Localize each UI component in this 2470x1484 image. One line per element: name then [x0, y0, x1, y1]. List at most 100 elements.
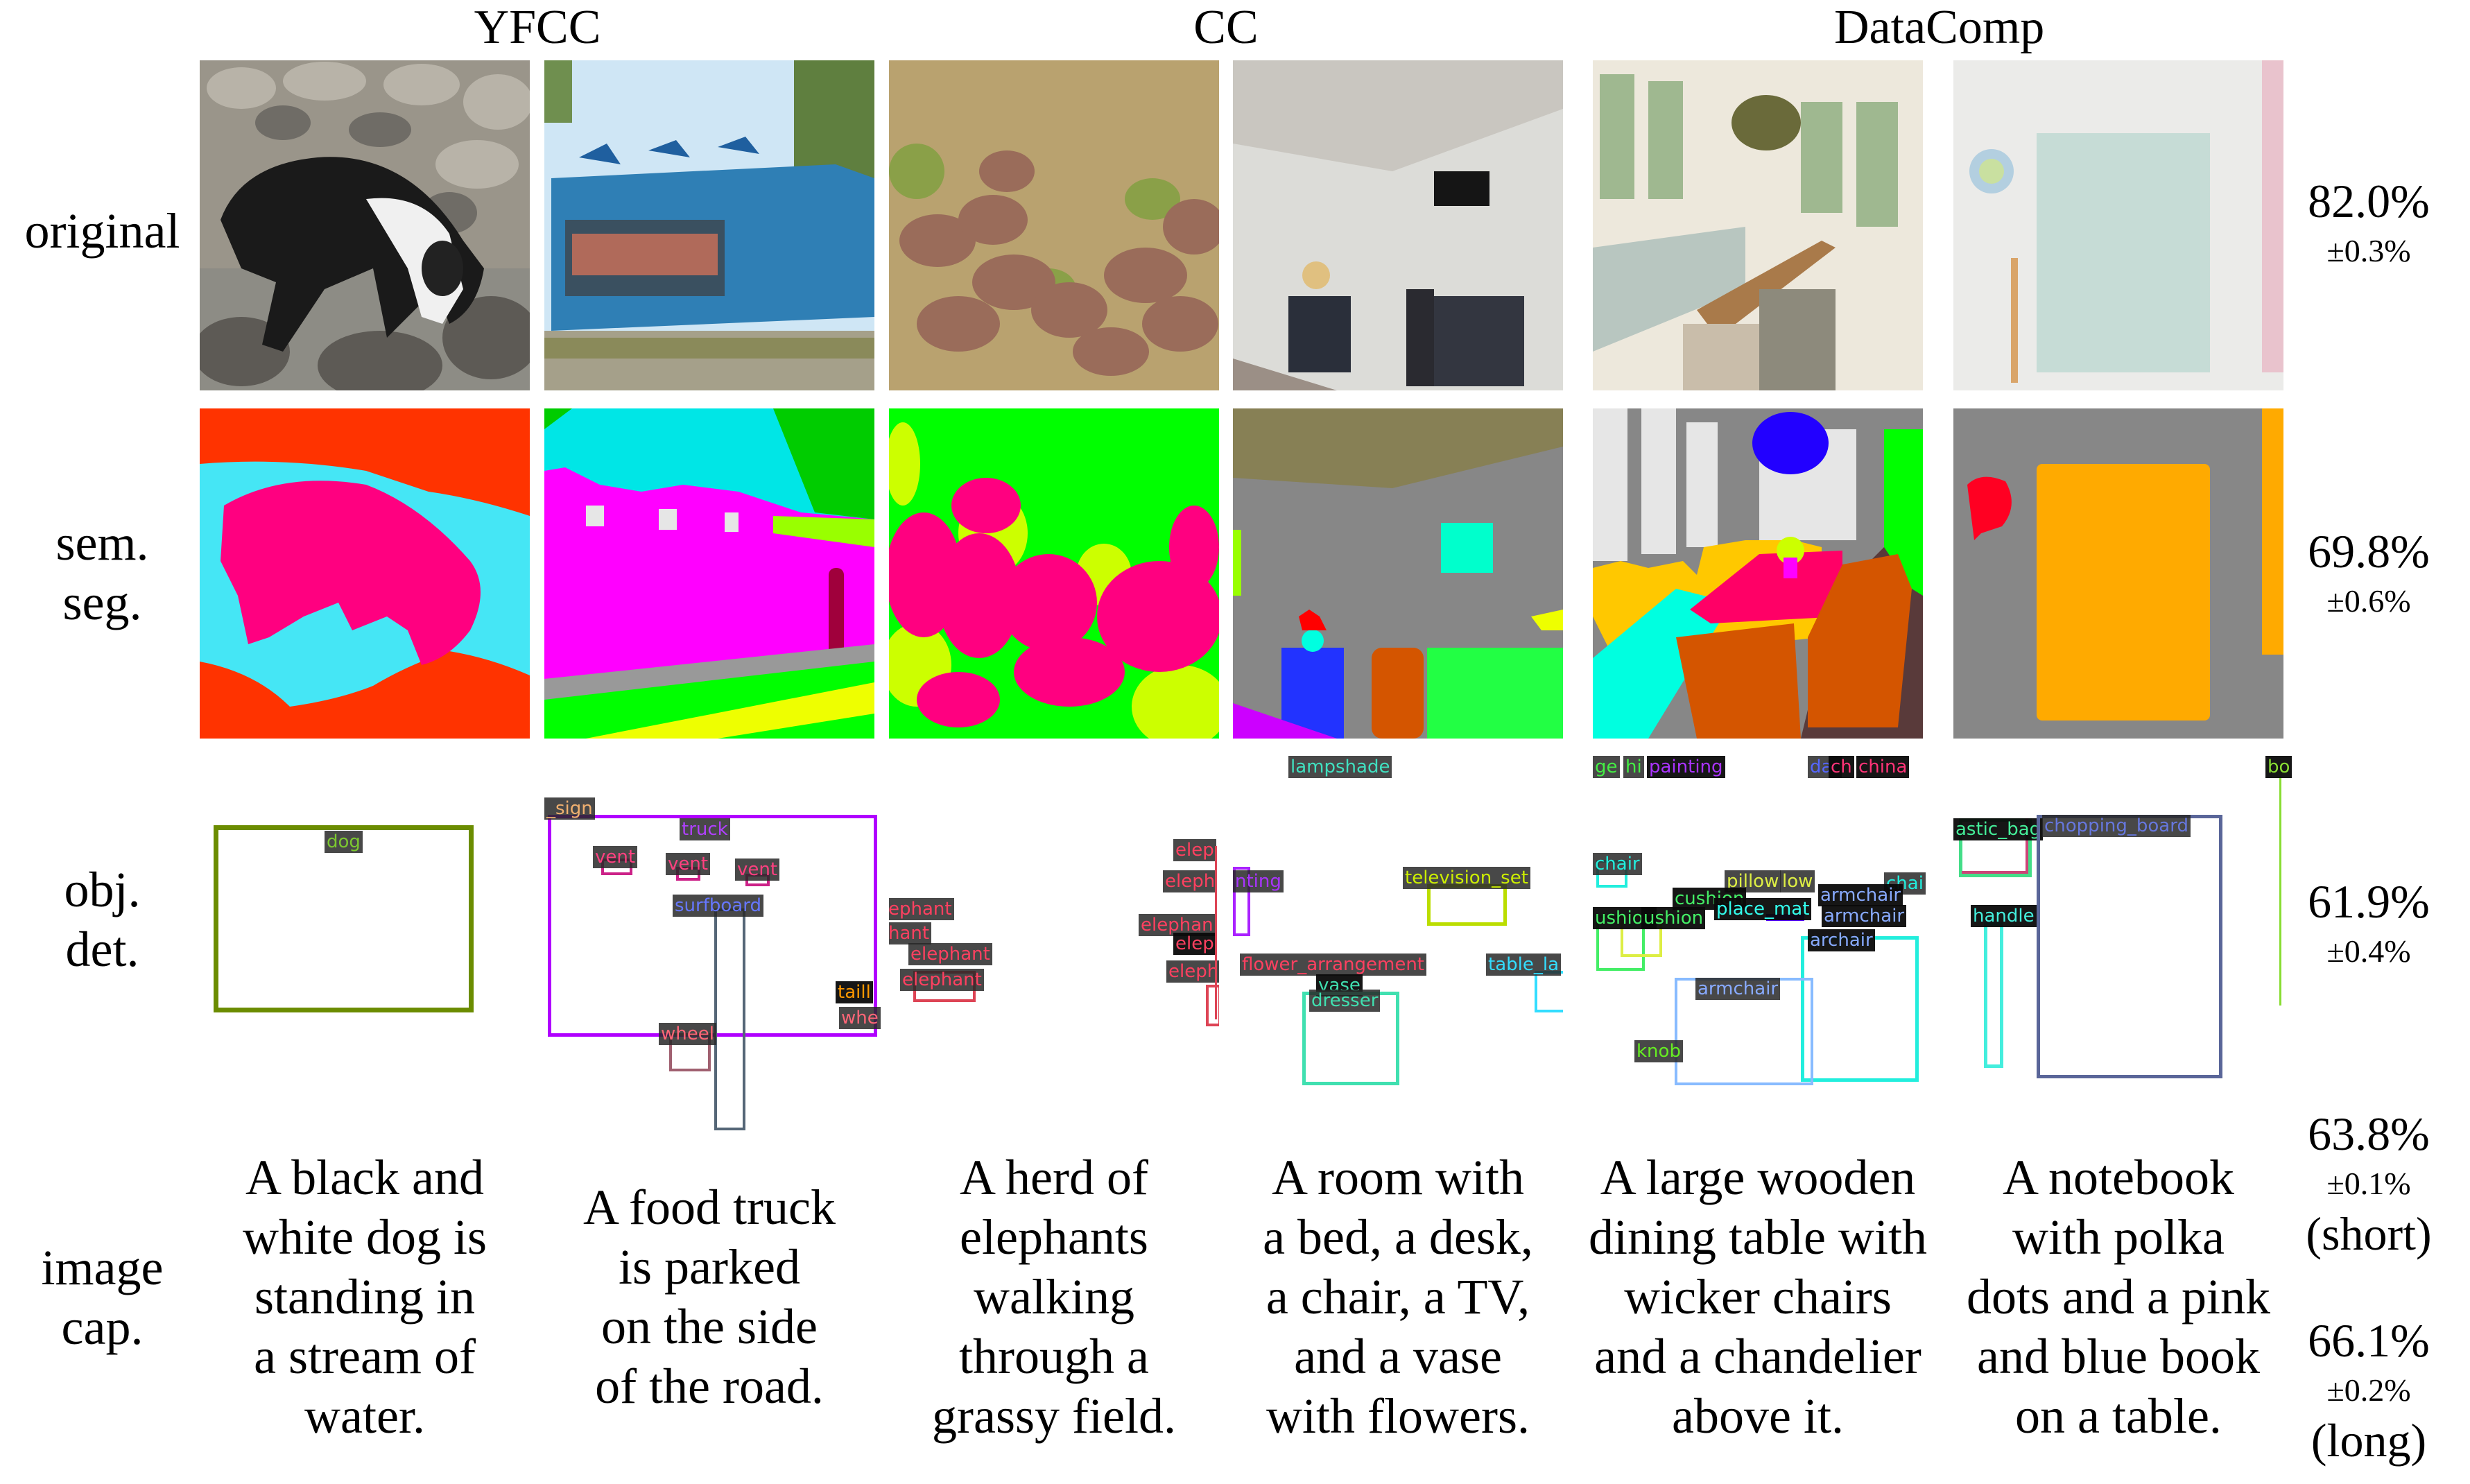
seg-map-food-truck	[544, 408, 874, 739]
det-box-handle	[1984, 922, 2003, 1068]
det-map-notebook: astic_bag chopping_board handle bo	[1953, 756, 2292, 1086]
det-label-plastic-bag: astic_bag	[1953, 818, 2044, 840]
det-label-elephant: ephant	[889, 898, 954, 920]
metric-cap-long-tag: (long)	[2311, 1414, 2427, 1467]
caption-notebook: A notebook with polka dots and a pink an…	[1945, 1148, 2292, 1446]
metric-det-error: ±0.4%	[2326, 933, 2411, 969]
metric-seg-error: ±0.6%	[2326, 583, 2411, 619]
caption-line: on a table.	[2015, 1388, 2222, 1444]
det-label-highchair: hi	[1623, 756, 1644, 778]
det-box-dog	[214, 825, 474, 1012]
det-label-television-set: television_set	[1403, 867, 1530, 889]
det-label-flower-arrangement: flower_arrangement	[1240, 954, 1426, 976]
det-box-table-lamp	[1535, 971, 1563, 1012]
caption-line: dots and a pink	[1967, 1269, 2270, 1325]
caption-line: water.	[304, 1388, 425, 1444]
seg-map-dog	[200, 408, 530, 739]
caption-line: and a chandelier	[1594, 1329, 1921, 1384]
caption-line: dining table with	[1589, 1209, 1927, 1265]
row-label-det-line2: det.	[65, 922, 139, 977]
caption-line: standing in	[254, 1269, 475, 1325]
caption-dining-room: A large wooden dining table with wicker …	[1584, 1148, 1931, 1446]
caption-line: of the road.	[595, 1358, 824, 1414]
det-label-elephant: elephan	[1139, 914, 1216, 936]
det-label-elephant: eleph	[1166, 960, 1219, 983]
metric-seg-value: 69.8%	[2308, 525, 2430, 578]
det-label-elephant: elep	[1173, 839, 1216, 861]
metric-cap-short-tag: (short)	[2306, 1207, 2432, 1260]
det-label-knob: knob	[1634, 1040, 1683, 1062]
metric-original-error: ±0.3%	[2326, 233, 2411, 268]
det-label-painting: painting	[1647, 756, 1725, 778]
caption-line: A notebook	[2003, 1150, 2234, 1205]
det-label-armchair: armchair	[1695, 978, 1781, 1000]
metric-det: 61.9% ±0.4%	[2288, 874, 2449, 974]
metric-seg: 69.8% ±0.6%	[2288, 524, 2449, 623]
det-label-sign: _sign	[544, 797, 595, 820]
row-label-seg-line1: sem.	[55, 515, 149, 571]
metric-cap-short-error: ±0.1%	[2326, 1166, 2411, 1201]
seg-map-room	[1233, 408, 1563, 739]
caption-line: grassy field.	[932, 1388, 1176, 1444]
seg-map-notebook	[1953, 408, 2283, 739]
det-label-lounge: ge	[1593, 756, 1620, 778]
det-box-book	[2279, 777, 2283, 1006]
det-map-room: lampshade nting television_set flower_ar…	[1233, 756, 1563, 1086]
row-label-image-cap: image cap.	[0, 1238, 205, 1357]
metric-original: 82.0% ±0.3%	[2288, 173, 2449, 273]
row-label-seg-line2: seg.	[62, 575, 142, 630]
caption-dog: A black and white dog is standing in a s…	[191, 1148, 538, 1446]
caption-line: A room with	[1271, 1150, 1524, 1205]
det-box-armchair	[1801, 936, 1919, 1082]
caption-line: with flowers.	[1266, 1388, 1530, 1444]
caption-line: a bed, a desk,	[1263, 1209, 1533, 1265]
det-label-armchair: armchair	[1818, 884, 1903, 906]
det-label-chopping-board: chopping_board	[2042, 815, 2191, 837]
caption-room: A room with a bed, a desk, a chair, a TV…	[1225, 1148, 1571, 1446]
caption-line: A large wooden	[1600, 1150, 1916, 1205]
det-box-elephant	[1206, 985, 1219, 1026]
det-label-elephant: elep	[1173, 933, 1216, 955]
row-label-det-line1: obj.	[64, 862, 141, 917]
caption-line: a chair, a TV,	[1266, 1269, 1530, 1325]
caption-line: white dog is	[243, 1209, 487, 1265]
det-label-vent: vent	[593, 846, 638, 868]
det-label-vent: vent	[735, 859, 780, 881]
row-label-cap-line1: image	[41, 1240, 164, 1295]
metric-cap-long-value: 66.1%	[2308, 1314, 2430, 1367]
metric-original-value: 82.0%	[2308, 175, 2430, 227]
seg-map-dining-room	[1593, 408, 1923, 739]
det-map-dog: dog	[200, 756, 530, 1086]
column-header-datacomp: DataComp	[1834, 1, 2045, 54]
original-image-elephants	[889, 60, 1219, 390]
row-label-sem-seg: sem. seg.	[0, 513, 205, 632]
det-label-truck: truck	[680, 818, 730, 840]
metric-cap-long-error: ±0.2%	[2326, 1372, 2411, 1408]
det-label-elephant: elephant	[900, 969, 984, 991]
det-map-dining-room: ge hi painting dar ch china chair pillow…	[1593, 756, 1926, 1086]
caption-line: wicker chairs	[1624, 1269, 1892, 1325]
det-label-taillight: taill	[836, 981, 873, 1003]
original-image-dog	[200, 60, 530, 390]
det-label-dog: dog	[325, 831, 363, 853]
caption-line: a stream of	[254, 1329, 476, 1384]
caption-line: and a vase	[1294, 1329, 1502, 1384]
det-box-chopping-board	[2037, 815, 2222, 1078]
det-map-elephants: ephant hant elephant elephant elep eleph…	[889, 756, 1219, 1086]
det-box-surfboard	[714, 908, 745, 1130]
det-label-lampshade: lampshade	[1288, 756, 1392, 778]
det-label-handle: handle	[1971, 905, 2037, 927]
det-box-painting	[1233, 867, 1250, 936]
det-label-wheel: wheel	[659, 1023, 716, 1045]
det-label-dresser: dresser	[1309, 990, 1381, 1012]
det-box-television	[1427, 884, 1507, 926]
row-label-original-text: original	[24, 203, 180, 259]
caption-line: and blue book	[1977, 1329, 2260, 1384]
metric-det-value: 61.9%	[2308, 875, 2430, 928]
det-label-china-cabinet: china	[1856, 756, 1910, 778]
metric-cap-long: 66.1% ±0.2% (long)	[2288, 1313, 2449, 1468]
metric-cap-short: 63.8% ±0.1% (short)	[2288, 1106, 2449, 1261]
caption-line: with polka	[2012, 1209, 2225, 1265]
caption-line: through a	[959, 1329, 1149, 1384]
det-label-vent: vent	[666, 853, 711, 875]
